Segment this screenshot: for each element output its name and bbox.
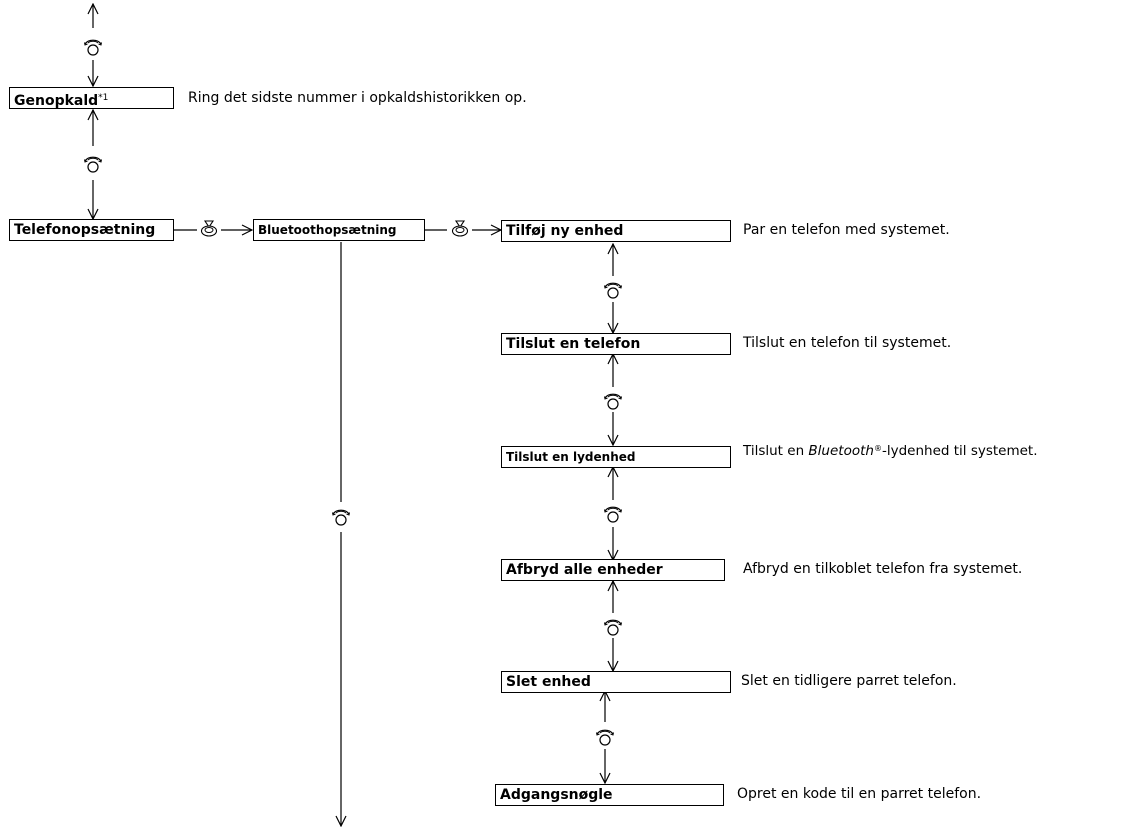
menu-item-slet-enhed[interactable]: Slet enhed xyxy=(501,671,731,693)
description-lydenhed-mark: ® xyxy=(873,444,882,453)
menu-item-adgangsnoegle[interactable]: Adgangsnøgle xyxy=(495,784,724,806)
tilslut-en-lydenhed-label: Tilslut en lydenhed xyxy=(506,450,636,464)
menu-item-tilslut-en-lydenhed[interactable]: Tilslut en lydenhed xyxy=(501,446,731,468)
telefonopsaetning-label: Telefonopsætning xyxy=(14,222,156,238)
tilslut-en-telefon-label: Tilslut en telefon xyxy=(506,336,641,352)
menu-item-afbryd-alle-enheder[interactable]: Afbryd alle enheder xyxy=(501,559,725,581)
genopkald-label: Genopkald xyxy=(14,93,99,109)
menu-item-telefonopsaetning[interactable]: Telefonopsætning xyxy=(9,219,174,241)
tilfoej-ny-enhed-label: Tilføj ny enhed xyxy=(506,223,624,239)
bluetoothopsaetning-label: Bluetoothopsætning xyxy=(258,223,397,237)
description-slet-enhed: Slet en tidligere parret telefon. xyxy=(741,673,957,689)
rotate-knob-icon xyxy=(604,619,622,636)
footnote-marker: *1 xyxy=(98,93,109,103)
afbryd-alle-enheder-label: Afbryd alle enheder xyxy=(506,562,663,578)
rotate-knob-icon xyxy=(84,39,102,56)
description-genopkald: Ring det sidste nummer i opkaldshistorik… xyxy=(188,90,527,106)
menu-item-tilfoej-ny-enhed[interactable]: Tilføj ny enhed xyxy=(501,220,731,242)
description-afbryd-alle-enheder: Afbryd en tilkoblet telefon fra systemet… xyxy=(743,561,1023,577)
description-lydenhed-prefix: Tilslut en xyxy=(743,443,809,459)
slet-enhed-label: Slet enhed xyxy=(506,674,591,690)
menu-item-bluetoothopsaetning[interactable]: Bluetoothopsætning xyxy=(253,219,425,241)
rotate-knob-icon xyxy=(332,509,350,526)
press-knob-icon xyxy=(451,220,469,237)
description-tilslut-en-lydenhed: Tilslut en Bluetooth®-lydenhed til syste… xyxy=(743,440,1038,460)
description-adgangsnoegle: Opret en kode til en parret telefon. xyxy=(737,786,982,802)
press-knob-icon xyxy=(200,220,218,237)
rotate-knob-icon xyxy=(604,282,622,299)
description-tilslut-en-telefon: Tilslut en telefon til systemet. xyxy=(743,335,952,351)
adgangsnoegle-label: Adgangsnøgle xyxy=(500,787,613,803)
description-tilfoej-ny-enhed: Par en telefon med systemet. xyxy=(743,222,950,238)
menu-item-genopkald[interactable]: Genopkald*1 xyxy=(9,87,174,109)
rotate-knob-icon xyxy=(84,156,102,173)
description-lydenhed-brand: Bluetooth xyxy=(808,443,874,459)
rotate-knob-icon xyxy=(604,393,622,410)
rotate-knob-icon xyxy=(604,506,622,523)
rotate-knob-icon xyxy=(596,729,614,746)
description-lydenhed-suffix: -lydenhed til systemet. xyxy=(881,443,1038,459)
menu-item-tilslut-en-telefon[interactable]: Tilslut en telefon xyxy=(501,333,731,355)
